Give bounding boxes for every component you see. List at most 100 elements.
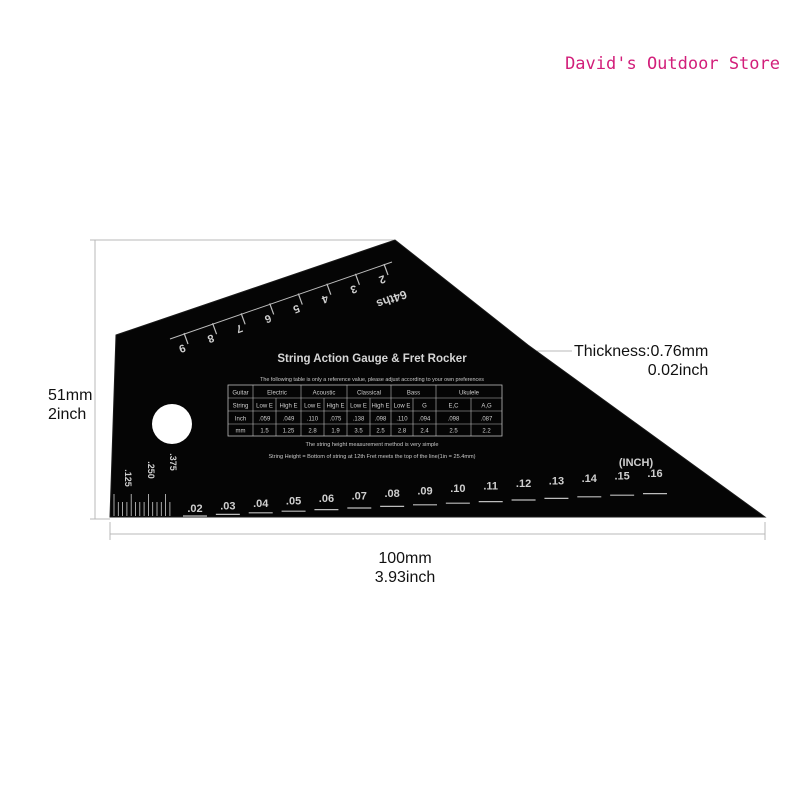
step-scale: .02 .03 .04 .05 .06 .07 .08 .09 .10 .11 .12 .13 .14.… (183, 468, 667, 517)
table-cell: .110 (396, 417, 408, 423)
table-cell: 1.9 (331, 429, 340, 435)
thickness-mm: Thickness:0.76mm (574, 343, 709, 360)
step-label: .16 (647, 468, 662, 480)
table-cell: Low E (304, 404, 321, 410)
table-cell: High E (279, 404, 297, 410)
table-cell: High E (371, 404, 389, 410)
fraction-mark-label: 6 (263, 312, 273, 325)
fraction-tick (269, 303, 275, 315)
store-watermark: David's Outdoor Store (565, 54, 780, 74)
table-cell: 2.8 (308, 429, 317, 435)
fraction-mark-label: 2 (377, 272, 387, 285)
table-cell: .094 (419, 417, 431, 423)
gauge-note: The following table is only a reference … (260, 377, 484, 383)
step-label: .14 (582, 473, 598, 485)
method-line: The string height measurement method is … (305, 442, 438, 448)
gauge-plate (109, 239, 767, 518)
fraction-tick (297, 293, 303, 305)
table-cell: .138 (353, 417, 365, 423)
small-tick-label: .125 (123, 469, 133, 487)
table-cell: 2.4 (420, 429, 429, 435)
table-cell: A,G (481, 404, 492, 410)
step-label: .03 (220, 501, 235, 513)
table-cell: String (233, 404, 249, 410)
table-cell: G (422, 404, 427, 410)
step-label: .09 (417, 486, 432, 498)
step-label: .12 (516, 478, 531, 490)
table-cell: E,C (448, 404, 459, 410)
dimension-guides (90, 239, 766, 540)
small-tick-label: .375 (168, 453, 178, 471)
table-cell: .098 (375, 417, 387, 423)
fraction-tick (354, 273, 360, 286)
fraction-mark-label: 4 (319, 292, 330, 306)
step-label: .06 (319, 493, 334, 505)
fraction-mark-label: 7 (234, 321, 244, 334)
fraction-baseline (169, 261, 393, 340)
table-cells: Guitar Electric Acoustic Classical Bass Ukule… (232, 391, 493, 435)
table-cell: 2.5 (376, 429, 385, 435)
step-label: .02 (187, 503, 202, 515)
table-cell: Low E (350, 404, 367, 410)
table-cell: .059 (259, 417, 271, 423)
width-mm: 100mm (378, 550, 432, 567)
table-cell: 1.25 (283, 429, 295, 435)
table-cell: .098 (448, 417, 460, 423)
table-cell: High E (326, 404, 344, 410)
fraction-mark-label: 3 (349, 282, 359, 295)
table-header-cell: Acoustic (313, 391, 336, 397)
table-grid (228, 385, 502, 436)
hanging-hole (152, 404, 192, 444)
table-cell: 1.5 (260, 429, 269, 435)
width-dimension-label: 100mm 3.93inch (355, 549, 455, 587)
step-label: .07 (352, 491, 367, 503)
table-cell: .049 (283, 417, 295, 423)
table-cell: Inch (235, 417, 246, 423)
table-border (227, 384, 503, 437)
step-label: .08 (384, 488, 399, 500)
small-tick-labels: .125 .250 .375 (123, 453, 178, 487)
table-cell: mm (236, 429, 246, 435)
table-header-cell: Ukulele (459, 391, 480, 397)
table-cell: 2.8 (398, 429, 407, 435)
table-header-cell: Classical (357, 391, 381, 397)
small-tick-scale: .125 .250 .375 (113, 453, 178, 516)
fraction-mark-label: 8 (206, 331, 216, 344)
step-label: .05 (286, 496, 301, 508)
height-mm: 51mm (48, 387, 93, 404)
thickness-inch: 0.02inch (647, 362, 709, 379)
fraction-marks: 9 8 7 6 5 4 3 2 (177, 263, 389, 355)
table-cell: .075 (330, 417, 342, 423)
height-inch: 2inch (48, 406, 87, 423)
table-cell: 3.5 (354, 429, 363, 435)
step-label: .04 (253, 498, 269, 510)
step-label: .11 (483, 481, 498, 493)
table-header-cell: Guitar (232, 391, 248, 397)
table-header-cell: Bass (407, 391, 420, 397)
string-height-line: String Height = Bottom of string at 12th… (268, 454, 475, 460)
fraction-tick (383, 263, 389, 276)
fraction-tick (326, 283, 332, 295)
step-label: .15 (614, 471, 629, 483)
step-label: .10 (450, 483, 465, 495)
fraction-mark-label: 5 (291, 302, 301, 315)
fraction-tick (212, 322, 218, 335)
step-label: .13 (549, 476, 564, 488)
unit-label: (INCH) (619, 457, 654, 469)
table-header-cell: Electric (267, 391, 287, 397)
table-cell: 2.5 (449, 429, 458, 435)
thickness-dimension-label: Thickness:0.76mm 0.02inch (574, 342, 708, 380)
table-cell: .110 (307, 417, 319, 423)
fraction-tick (183, 332, 189, 345)
width-inch: 3.93inch (374, 569, 436, 586)
table-cell: Low E (256, 404, 273, 410)
small-tick-label: .250 (146, 461, 156, 479)
gauge-title: String Action Gauge & Fret Rocker (277, 353, 467, 365)
small-tick-marks (113, 494, 171, 516)
fraction-tick (240, 313, 246, 325)
table-cell: Low E (394, 404, 411, 410)
table-cell: .087 (481, 417, 493, 423)
fraction-mark-label: 9 (177, 341, 187, 354)
reference-table: Guitar Electric Acoustic Classical Bass Ukule… (227, 384, 503, 437)
